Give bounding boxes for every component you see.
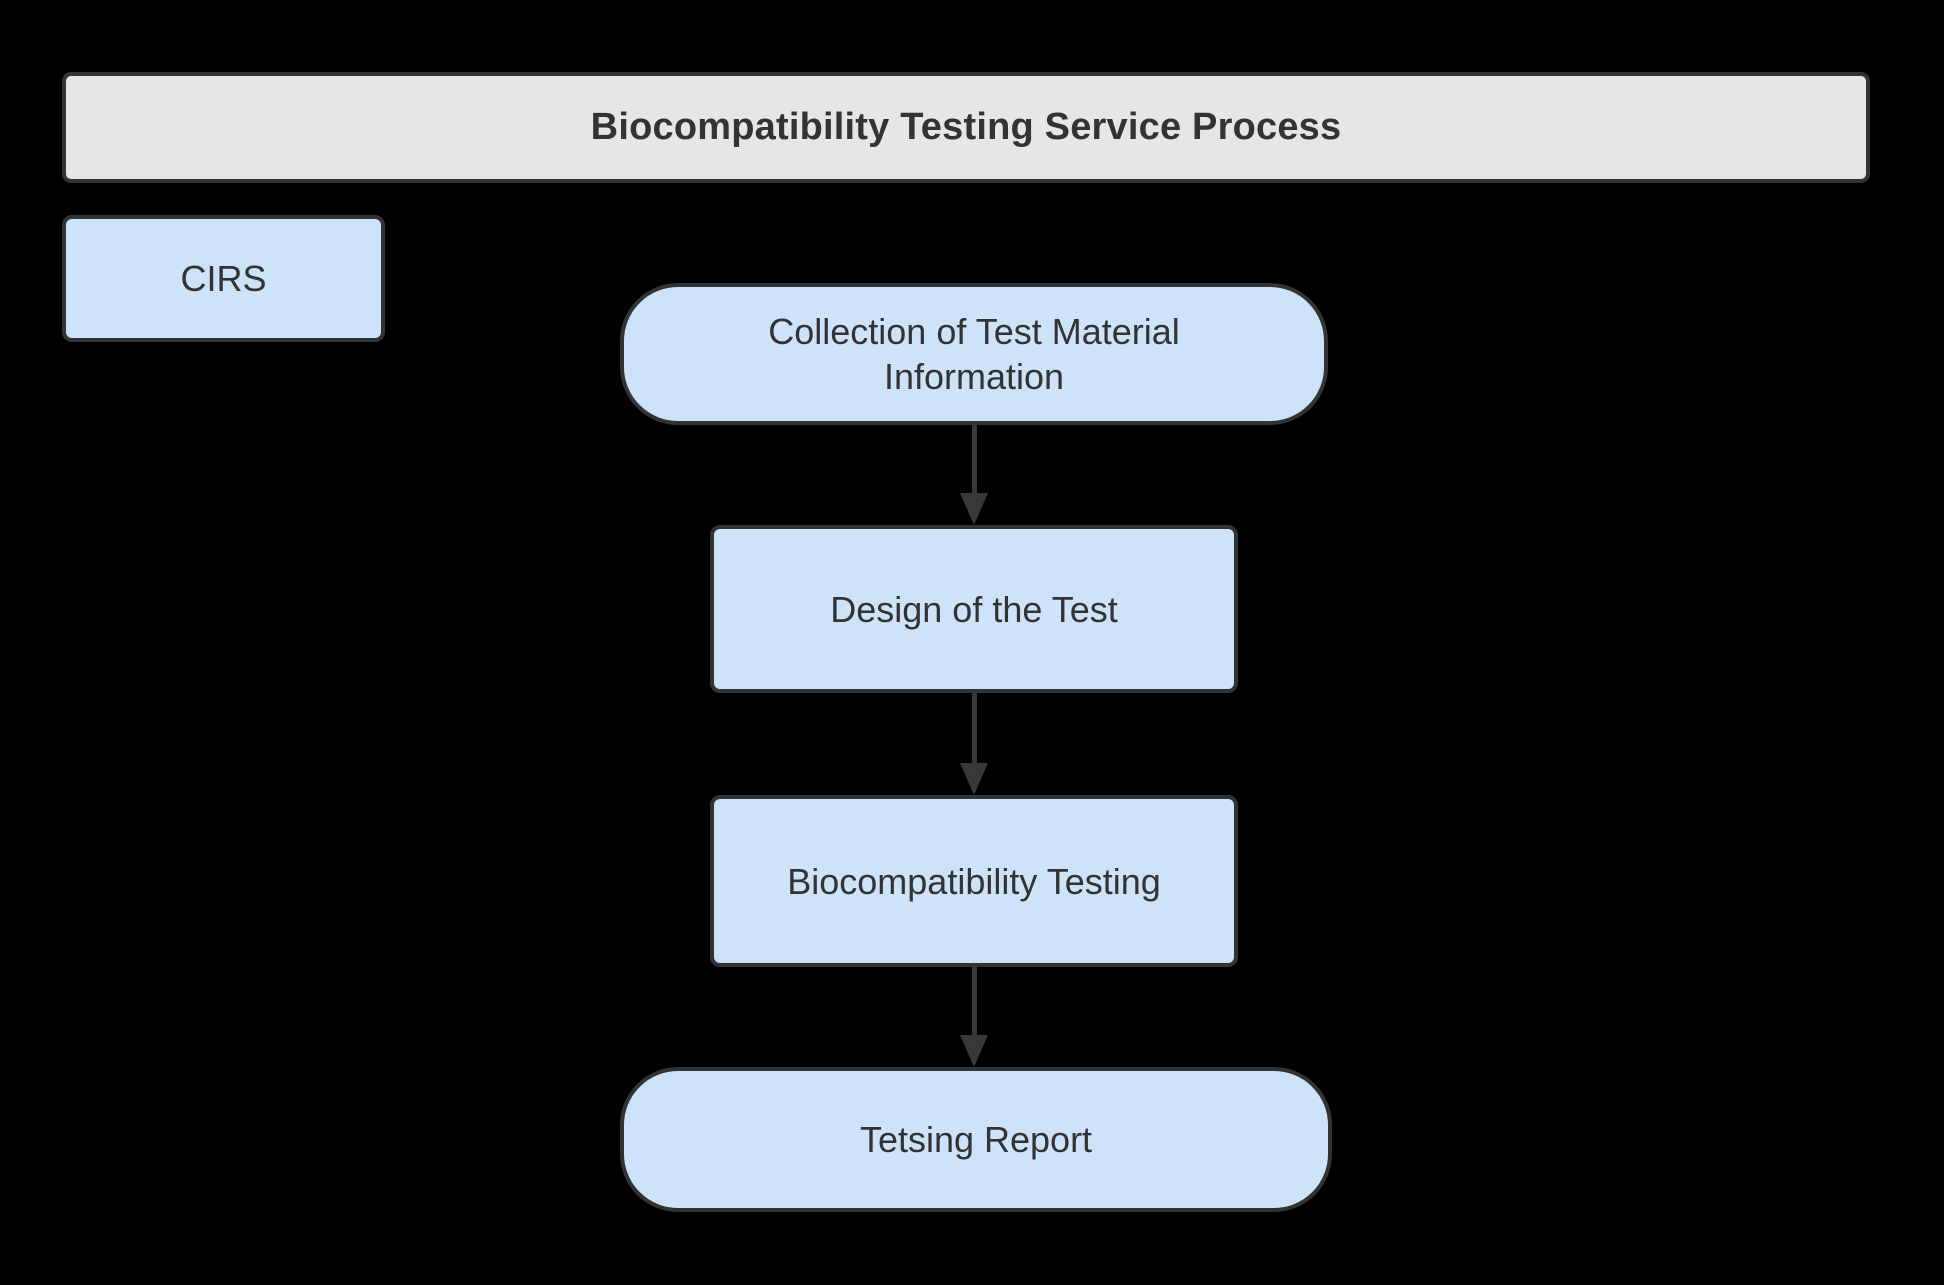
flow-node-biocompatibility-testing: Biocompatibility Testing — [710, 795, 1238, 967]
diagram-title-bar: Biocompatibility Testing Service Process — [62, 72, 1870, 183]
cirs-label: CIRS — [180, 258, 267, 299]
arrow-down-icon — [960, 763, 988, 795]
flow-node-tetsing-report: Tetsing Report — [620, 1067, 1332, 1212]
flow-node-label: Collection of Test Material Information — [768, 311, 1180, 397]
diagram-title: Biocompatibility Testing Service Process — [590, 106, 1342, 148]
arrow-line — [972, 425, 977, 495]
flow-arrow-testing-to-report — [960, 967, 989, 1067]
arrow-down-icon — [960, 493, 988, 525]
flow-node-design-of-the-test: Design of the Test — [710, 525, 1238, 693]
arrow-line — [972, 967, 977, 1037]
flow-node-label: Tetsing Report — [859, 1119, 1093, 1160]
flow-arrow-collect-to-design — [960, 425, 989, 525]
flow-arrow-design-to-testing — [960, 693, 989, 795]
flow-node-collection-of-test-material-information: Collection of Test Material Information — [620, 283, 1328, 425]
arrow-down-icon — [960, 1035, 988, 1067]
flow-node-label: Biocompatibility Testing — [787, 860, 1161, 902]
cirs-label-box: CIRS — [62, 215, 385, 342]
arrow-line — [972, 693, 977, 765]
flow-node-label: Design of the Test — [830, 588, 1118, 630]
